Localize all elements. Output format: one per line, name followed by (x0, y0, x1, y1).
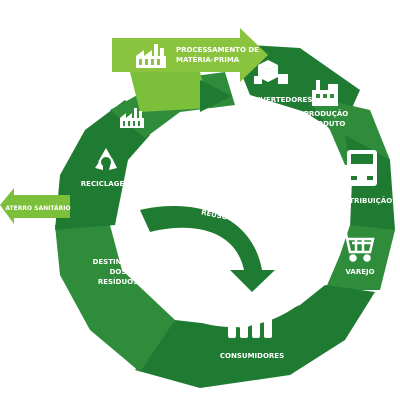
producao-label-line2: PRODUTO (307, 120, 346, 128)
shopping-cart-icon (340, 232, 375, 262)
segment-destinacao (55, 225, 175, 372)
aterro-arrow (0, 188, 70, 224)
truck-icon (347, 150, 377, 186)
producao-label-line1: PRODUÇÃO (304, 109, 349, 118)
convertedores-label: CONVERTEDORES (244, 96, 313, 104)
recycle-icon (95, 148, 117, 170)
convertedores-arrowhead (200, 80, 232, 112)
destinacao-label-line1: DESTINAÇÃO (93, 257, 144, 266)
people-icon (228, 307, 272, 338)
aterro-label: ATERRO SANITÁRIO (5, 205, 70, 212)
segment-varejo (325, 225, 395, 290)
destinacao-label-line3: RESÍDUOS (98, 277, 138, 286)
factory-icon (120, 108, 144, 128)
segment-producao (305, 95, 390, 165)
distribuicao-label: DISTRIBUIÇÃO (336, 196, 392, 205)
reuso-arrow (140, 206, 275, 292)
reciclagem-label: RECICLAGEM (81, 180, 131, 188)
consumidores-label: CONSUMIDORES (220, 352, 284, 360)
destinacao-label-line2: DOS (110, 268, 127, 276)
factory-building-icon (312, 80, 338, 106)
processamento-label-line1: PROCESSAMENTO DE (176, 46, 259, 54)
boxes-icon (254, 60, 288, 84)
processamento-arrow-tail (130, 72, 210, 112)
factory-icon (136, 44, 166, 68)
processamento-arrow (112, 28, 268, 82)
varejo-label: VAREJO (345, 268, 374, 276)
processamento-label-line2: MATÉRIA-PRIMA (176, 55, 240, 64)
